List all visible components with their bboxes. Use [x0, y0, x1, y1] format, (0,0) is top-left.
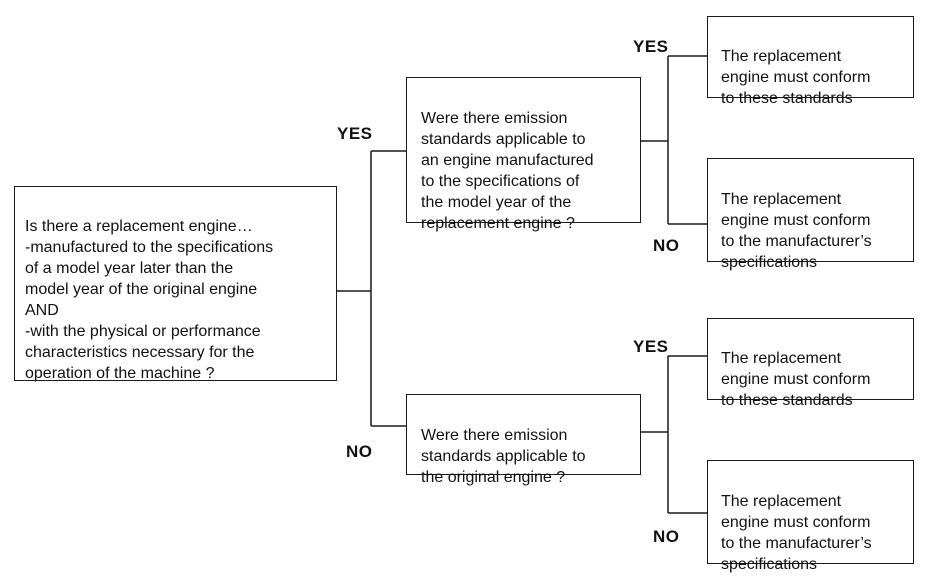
question-no-box: Were there emission standards applicable… [406, 394, 641, 486]
label-yes-3: YES [633, 337, 669, 356]
root-question-box: Is there a replacement engine… -manufact… [14, 186, 337, 382]
root-question-text: Is there a replacement engine… -manufact… [25, 218, 274, 382]
label-no-1: NO [346, 442, 373, 461]
outcome-text-1: The replacement engine must conform to t… [721, 48, 871, 107]
label-yes-1: YES [337, 124, 373, 143]
question-no-text: Were there emission standards applicable… [421, 427, 586, 486]
outcome-text-3: The replacement engine must conform to t… [721, 350, 871, 409]
label-no-3: NO [653, 527, 680, 546]
outcome-box-1: The replacement engine must conform to t… [707, 16, 914, 107]
outcome-box-2: The replacement engine must conform to t… [707, 158, 914, 271]
outcome-box-3: The replacement engine must conform to t… [707, 318, 914, 409]
label-yes-2: YES [633, 37, 669, 56]
outcome-text-4: The replacement engine must conform to t… [721, 493, 872, 573]
outcome-text-2: The replacement engine must conform to t… [721, 191, 872, 271]
question-yes-text: Were there emission standards applicable… [421, 110, 594, 232]
label-no-2: NO [653, 236, 680, 255]
question-yes-box: Were there emission standards applicable… [406, 77, 641, 232]
outcome-box-4: The replacement engine must conform to t… [707, 460, 914, 573]
